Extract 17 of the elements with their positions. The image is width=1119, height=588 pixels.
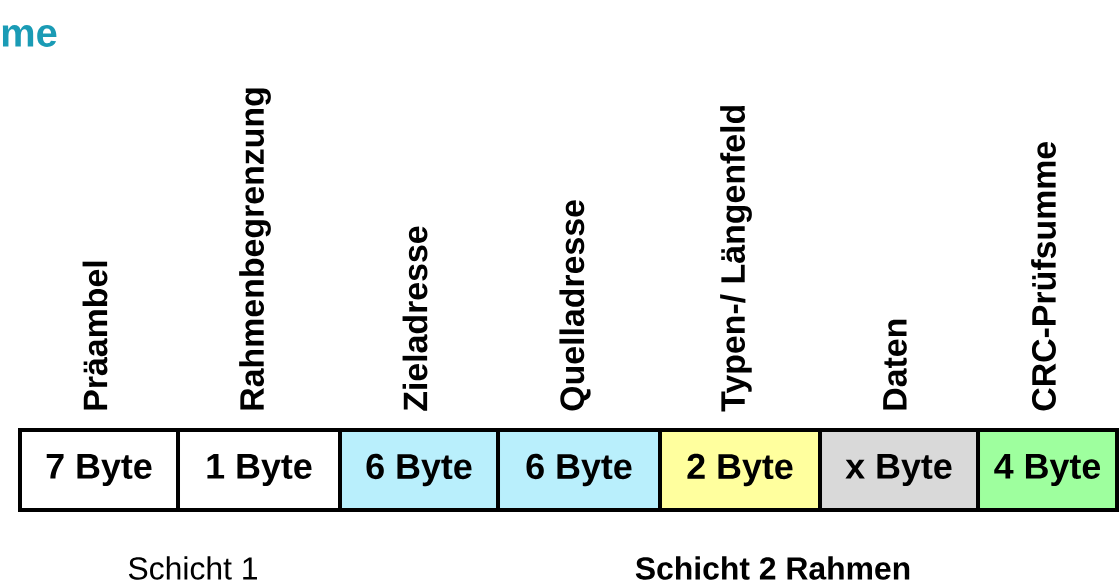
field-name: Präambel	[82, 261, 108, 410]
field-name: Typen-/ Längenfeld	[720, 106, 752, 412]
field-box: 6 Byte	[338, 428, 500, 512]
field-name: Daten	[883, 319, 907, 410]
field-box: x Byte	[818, 428, 980, 512]
field-box: 6 Byte	[496, 428, 662, 512]
field-name: Zieladresse	[402, 226, 428, 411]
heading: me	[2, 25, 57, 47]
layer-label: Schicht 2 Rahmen	[635, 556, 910, 580]
field-name: CRC-Prüfsumme	[1031, 141, 1056, 411]
field-box: 7 Byte	[18, 428, 180, 512]
layer-label: Schicht 1	[128, 556, 257, 580]
field-box: 1 Byte	[176, 428, 342, 512]
field-name: Rahmenbegrenzung	[239, 88, 271, 410]
field-name: Quelladresse	[559, 200, 591, 411]
field-box: 4 Byte	[976, 428, 1119, 512]
field-box: 2 Byte	[658, 428, 822, 512]
